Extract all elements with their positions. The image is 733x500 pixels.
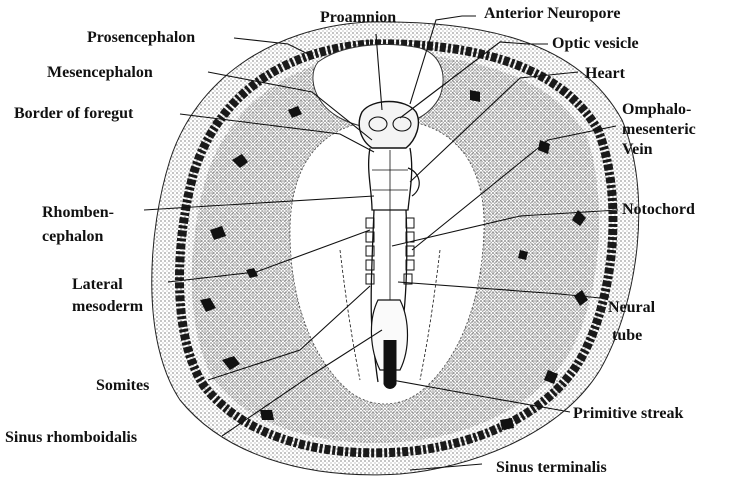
label-mesencephalon: Mesencephalon — [47, 64, 153, 81]
label-optic-vesicle: Optic vesicle — [552, 35, 639, 52]
label-primitive-streak: Primitive streak — [573, 405, 683, 422]
label-border-of-foregut: Border of foregut — [14, 105, 134, 122]
label-lateral-line2: mesoderm — [72, 298, 144, 315]
label-omphalo-line1: Omphalo- — [622, 101, 691, 118]
label-rhomben-line1: Rhomben- — [42, 204, 114, 221]
label-sinus-terminalis: Sinus terminalis — [496, 459, 607, 476]
label-prosencephalon: Prosencephalon — [87, 29, 195, 46]
label-notochord: Notochord — [622, 201, 695, 218]
label-neural-line1: Neural — [608, 299, 656, 316]
label-anterior-neuropore: Anterior Neuropore — [484, 5, 620, 22]
label-proamnion: Proamnion — [320, 9, 396, 26]
label-neural-line2: tube — [612, 327, 642, 344]
label-omphalo-line2: mesenteric — [622, 121, 696, 138]
label-heart: Heart — [585, 65, 626, 82]
label-lateral-line1: Lateral — [72, 276, 123, 293]
label-somites: Somites — [96, 377, 149, 394]
label-sinus-rhomboidalis: Sinus rhomboidalis — [5, 429, 137, 446]
label-omphalo-line3: Vein — [622, 141, 653, 158]
label-rhomben-line2: cephalon — [42, 228, 103, 245]
